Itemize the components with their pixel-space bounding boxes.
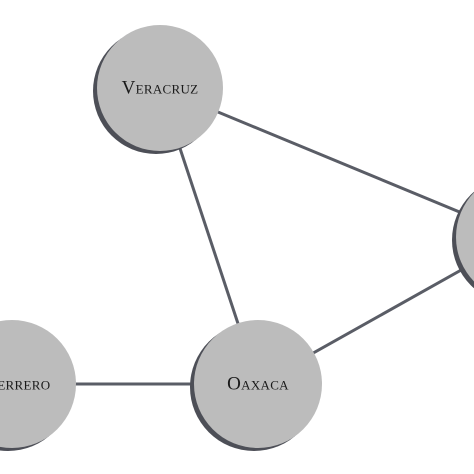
node-circle [97,25,223,151]
node-right [452,191,474,289]
node-circle [194,320,322,448]
node-label: Oaxaca [227,374,289,395]
node-oaxaca: Oaxaca [190,320,322,451]
node-circle [0,320,76,448]
node-label: Veracruz [122,78,199,99]
node-label: Guerrero [0,374,50,395]
node-guerrero: Guerrero [0,320,76,451]
node-veracruz: Veracruz [93,25,223,154]
node-circle [456,192,474,282]
